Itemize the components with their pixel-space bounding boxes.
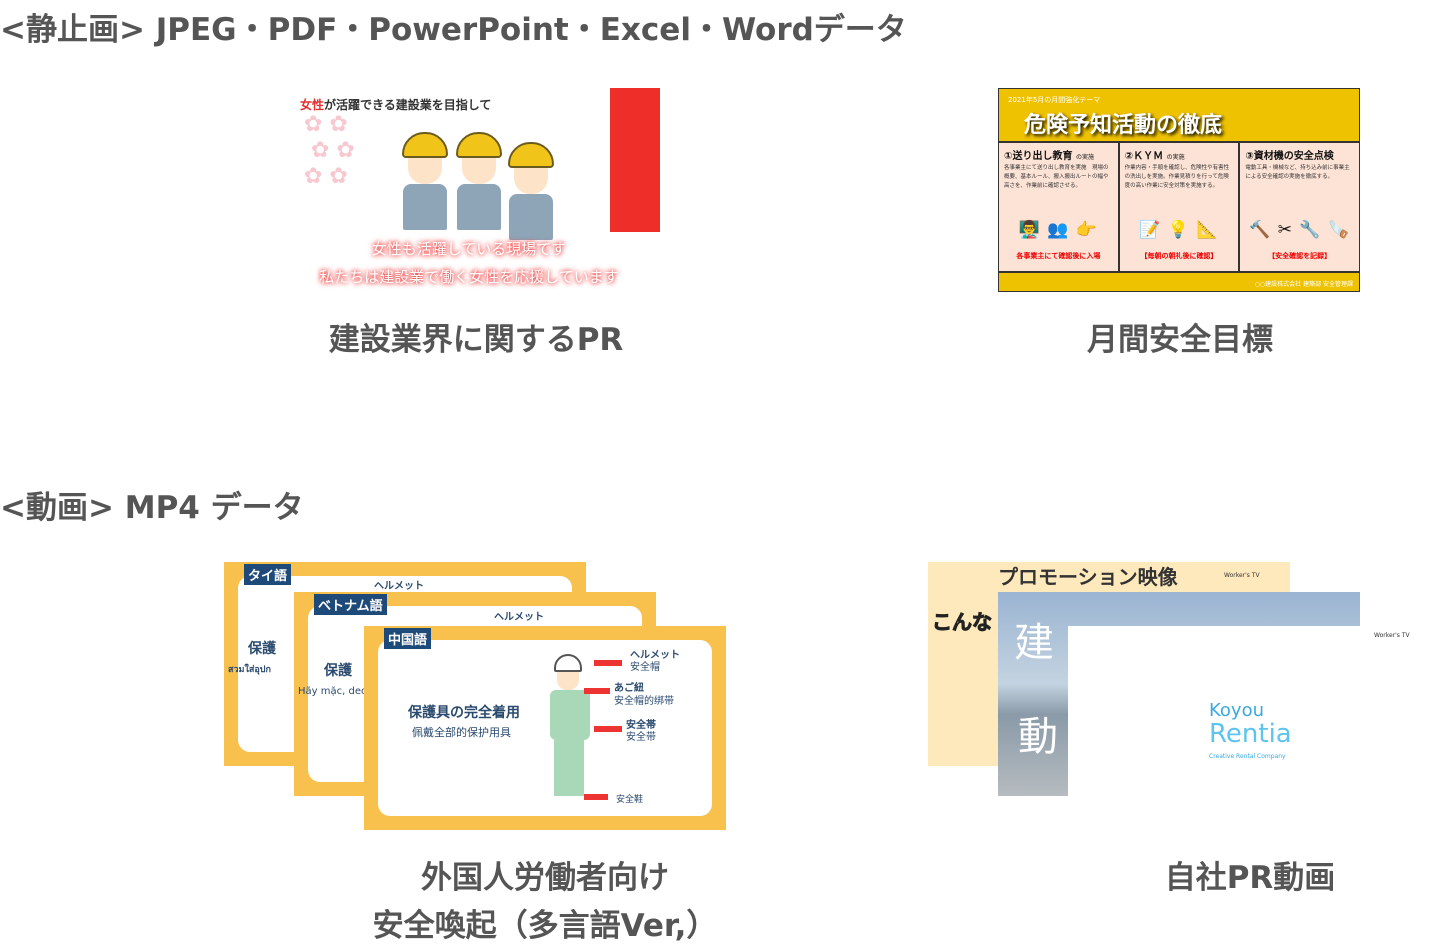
card-title: 保護 [324,663,352,679]
card-text-2: 動 [1018,714,1058,760]
still-image-heading: <静止画> JPEG・PDF・PowerPoint・Excel・Wordデータ [0,12,907,48]
multilingual-caption-line2: 安全喚起（多言語Ver,） [372,908,718,944]
language-tag: ベトナム語 [314,594,387,615]
chinstrap-label: あご紐安全帽的绑带 [614,683,674,707]
safety-caption: 月間安全目標 [1087,322,1273,358]
video-heading: <動画> MP4 データ [0,490,304,526]
worker-illustration [456,132,502,232]
card-subtitle: สวมใส่อุปก [228,665,271,675]
pr-caption: 建設業界に関するPR [328,322,624,358]
teaching-icons: 👨‍🏫 👥 👉 [1018,220,1098,240]
chinese-card[interactable]: 中国語 保護具の完全着用 佩戴全部的保护用具 ヘルメット安全帽 あご紐安全帽的绑… [364,626,726,830]
poster-title: 危険予知活動の徹底 [1024,113,1223,138]
arrow-icon [594,726,622,732]
worker-illustration [402,132,448,232]
sakura-decoration: ✿ ✿ ✿ ✿✿ ✿ [304,112,355,189]
pr-thumb-title: 女性が活躍できる建設業を目指して [300,98,492,112]
poster-subtitle: 2021年5月の月間強化テーマ [1008,96,1101,104]
card-title: 保護具の完全着用 [408,705,520,721]
poster-column: ②ＫＹＭ の実施 作業内容・手順を確認し、危険性や有害性の洗出しを実施。作業見積… [1119,143,1241,271]
poster-column: ①送り出し教育 の実施 各事業主にて送り出し教育を実施 現場の概要、基本ルール、… [999,143,1120,271]
language-tag: 中国語 [384,628,432,649]
koyou-rentia-logo: Koyou Rentia Creative Rental Company [1209,700,1292,761]
workers-tv-logo: Worker's TV [1374,632,1410,639]
poster-footer: ○○建設株式会社 建築部 安全管理課 [1254,281,1353,288]
workers-tv-logo: Worker's TV [1224,572,1260,579]
card-title: 保護 [248,641,276,657]
harness-label: 安全帯安全带 [626,720,656,743]
safety-poster-thumbnail[interactable]: 2021年5月の月間強化テーマ 危険予知活動の徹底 ①送り出し教育 の実施 各事… [998,88,1360,292]
helmet-label: ヘルメット [374,581,424,592]
red-bar [610,88,660,232]
arrow-icon [584,794,608,800]
helmet-label: ヘルメット [494,612,544,623]
tool-icons: 🔨 ✂ 🔧 🪚 [1249,220,1351,240]
card-text-1: 建 [1014,620,1054,666]
poster-column: ③資材機の安全点検 電動工具・機械など、持ち込み前に事業主による安全確認の実施を… [1240,143,1360,271]
multilingual-caption-line1: 外国人労働者向け [421,860,669,896]
pr-thumbnail[interactable]: 女性が活躍できる建設業を目指して ✿ ✿ ✿ ✿✿ ✿ 女性も活躍している現場で… [298,88,660,286]
card-text: こんな [932,610,993,635]
worker-illustration [540,654,596,804]
pr-thumb-line1: 女性も活躍している現場です [371,240,567,258]
language-tag: タイ語 [244,564,292,585]
card-top-text: プロモーション映像 [998,565,1178,589]
arrow-icon [594,660,622,666]
pr-video-card-3[interactable]: Worker's TV Koyou Rentia Creative Rental… [1068,626,1430,796]
helmet-label: ヘルメット安全帽 [630,650,680,673]
worker-illustration [508,142,554,242]
pr-thumb-line2: 私たちは建設業で働く女性を応援しています [319,268,619,286]
kym-icons: 📝 💡 📐 [1139,220,1219,240]
arrow-icon [584,688,610,694]
card-subtitle: 佩戴全部的保护用具 [412,726,511,739]
card-subtitle: Hãy mặc, deo [298,686,368,697]
shoes-label: 安全鞋 [616,795,644,805]
pr-video-caption: 自社PR動画 [1164,860,1336,896]
